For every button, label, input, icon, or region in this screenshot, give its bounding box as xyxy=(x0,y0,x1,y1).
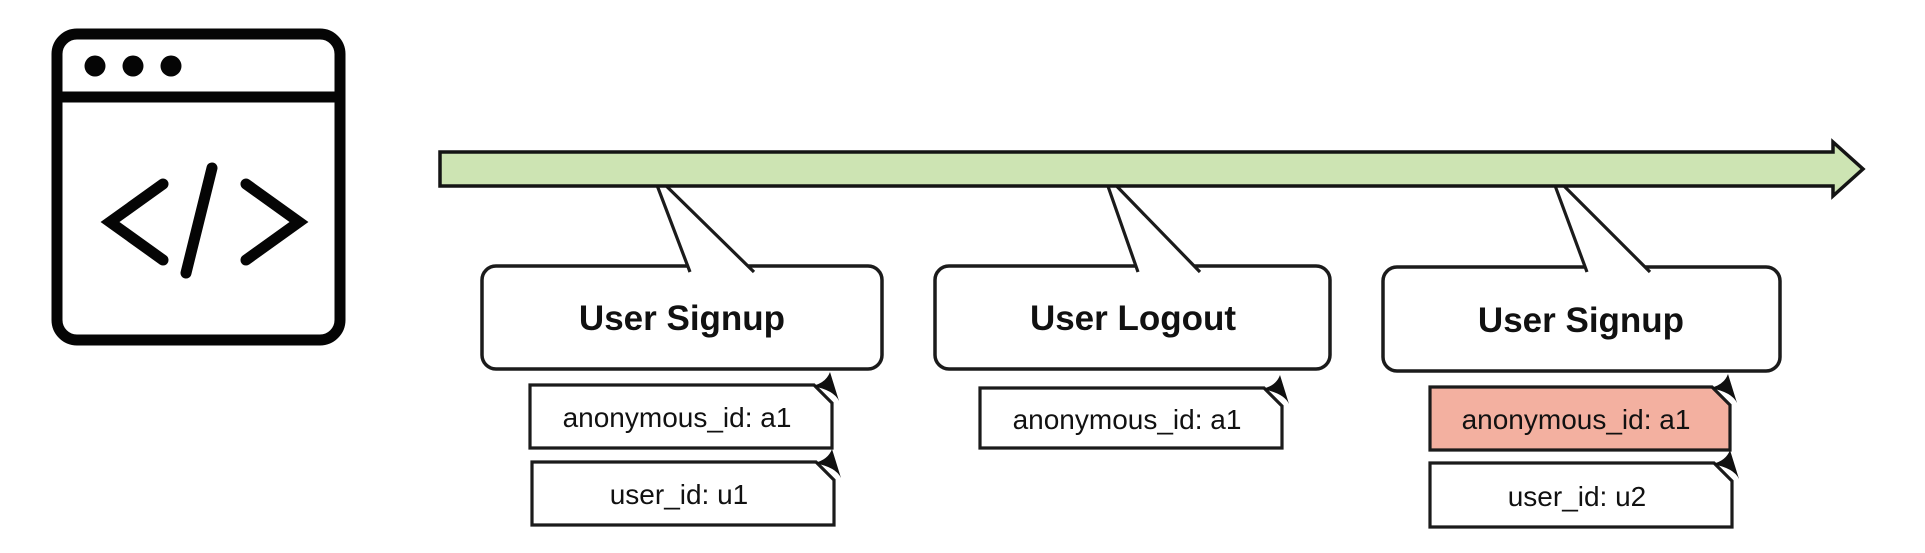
event-callout-user-logout xyxy=(933,264,1332,371)
note-corner-curl-icon xyxy=(812,372,839,401)
note-anonymous-id-event3-highlighted xyxy=(1428,374,1737,452)
note-text-anonymous-id-event3: anonymous_id: a1 xyxy=(1462,404,1691,435)
note-anonymous-id-event2 xyxy=(978,375,1289,450)
note-corner-curl-icon xyxy=(1710,374,1737,403)
event-label-user-logout: User Logout xyxy=(1030,299,1236,338)
browser-titlebar-dots-icon xyxy=(84,55,182,77)
event-callout-user-signup-2 xyxy=(1381,265,1782,373)
code-glyph-icon xyxy=(100,162,309,279)
note-corner-curl-icon xyxy=(1262,375,1289,404)
event-label-user-signup-2: User Signup xyxy=(1478,301,1684,340)
note-text-user-id-event3: user_id: u2 xyxy=(1508,481,1647,512)
note-corner-curl-icon xyxy=(814,449,841,478)
event-label-user-signup-1: User Signup xyxy=(579,299,785,338)
note-anonymous-id-event1 xyxy=(528,372,839,450)
timeline-arrow xyxy=(438,138,1866,200)
browser-window-frame xyxy=(51,28,346,346)
note-text-anonymous-id-event2: anonymous_id: a1 xyxy=(1013,404,1242,435)
note-user-id-event1 xyxy=(530,449,841,527)
note-text-anonymous-id-event1: anonymous_id: a1 xyxy=(563,402,792,433)
note-corner-curl-icon xyxy=(1712,450,1739,479)
event-callout-user-signup-1 xyxy=(480,264,884,371)
browser-code-icon xyxy=(51,28,346,346)
note-user-id-event3 xyxy=(1428,450,1739,529)
note-text-user-id-event1: user_id: u1 xyxy=(610,479,749,510)
